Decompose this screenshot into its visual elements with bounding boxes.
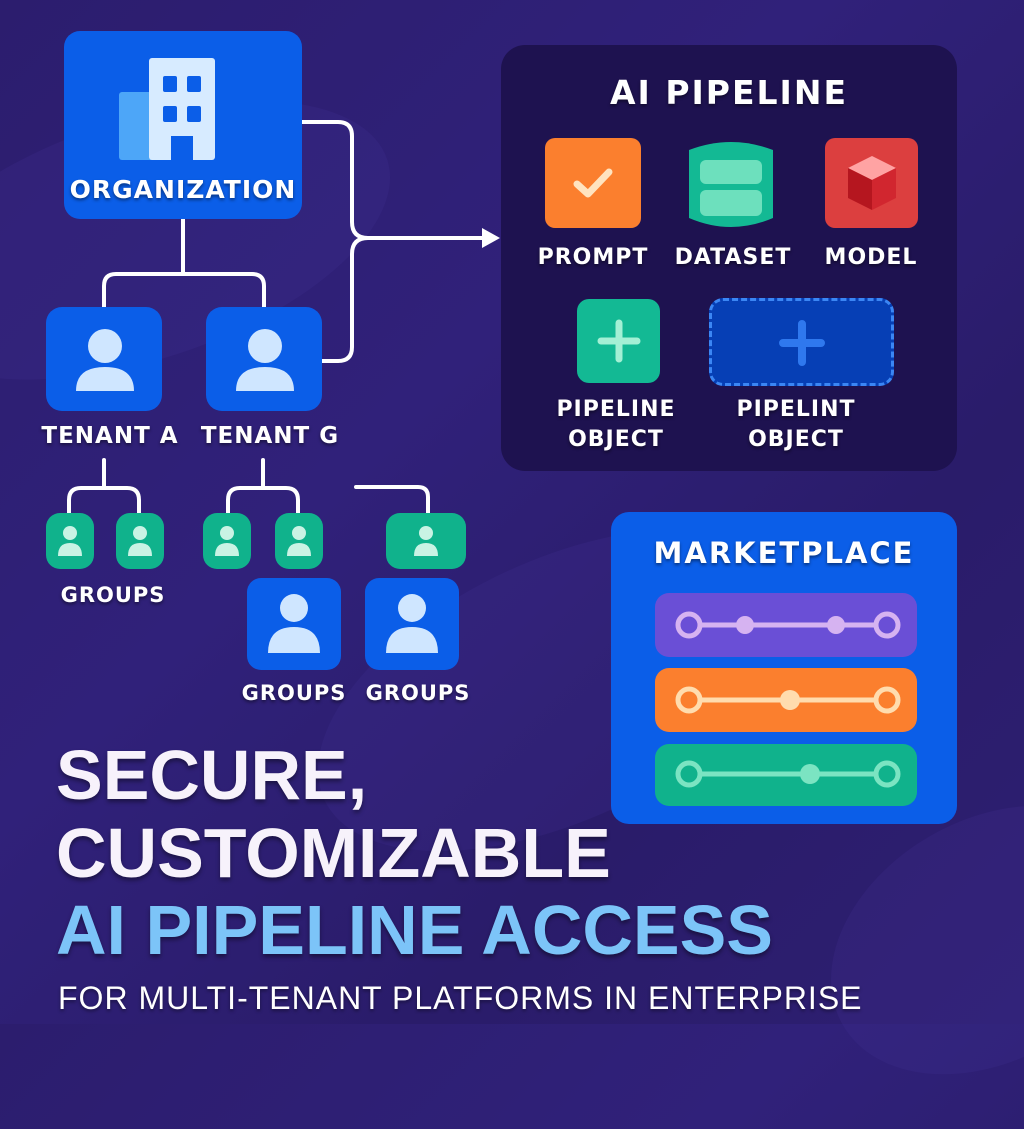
group-large-node[interactable] xyxy=(365,578,459,670)
cube-icon xyxy=(848,156,896,210)
group-large-node[interactable] xyxy=(247,578,341,670)
building-icon xyxy=(119,58,215,160)
label-line: OBJECT xyxy=(748,427,844,452)
connector-third-group xyxy=(354,485,430,515)
plus-icon xyxy=(779,320,825,366)
group-node[interactable] xyxy=(203,513,251,569)
connector-tenant-branch xyxy=(102,272,266,310)
user-icon xyxy=(268,594,320,653)
headline-line-2: CUSTOMIZABLE xyxy=(56,814,611,892)
pipeline-object-tile[interactable] xyxy=(577,299,660,383)
label-line: OBJECT xyxy=(568,427,664,452)
pipeline-track-icon xyxy=(675,611,901,639)
add-pipeline-object-slot[interactable] xyxy=(709,298,894,386)
user-icon xyxy=(414,526,438,556)
marketplace-row-green[interactable] xyxy=(655,744,917,806)
label-line: PIPELINE xyxy=(556,397,676,422)
organization-node[interactable]: ORGANIZATION xyxy=(64,31,302,219)
tenant-g-label: TENANT G xyxy=(200,423,340,449)
headline-line-1: SECURE, xyxy=(56,736,368,814)
group-node[interactable] xyxy=(46,513,94,569)
ai-pipeline-panel: AI PIPELINE PROMPT DATASET MODEL PIPELIN… xyxy=(501,45,957,471)
group-node[interactable] xyxy=(275,513,323,569)
tenant-a-node[interactable] xyxy=(46,307,162,411)
marketplace-title: MARKETPLACE xyxy=(653,536,915,570)
pipeline-track-icon xyxy=(675,760,901,788)
user-icon xyxy=(128,526,152,556)
user-icon xyxy=(58,526,82,556)
user-icon xyxy=(287,526,311,556)
checkmark-icon xyxy=(573,168,613,198)
organization-label: ORGANIZATION xyxy=(69,175,297,204)
arrow-head-icon xyxy=(482,228,500,248)
marketplace-row-purple[interactable] xyxy=(655,593,917,657)
tenant-g-node[interactable] xyxy=(206,307,322,411)
connector-tenantg-pipeline xyxy=(320,236,370,363)
user-icon xyxy=(386,594,438,653)
user-icon xyxy=(236,329,294,391)
dataset-label: DATASET xyxy=(674,245,792,270)
group-node[interactable] xyxy=(386,513,466,569)
groups-label: GROUPS xyxy=(60,583,166,607)
marketplace-row-orange[interactable] xyxy=(655,668,917,732)
database-icon[interactable] xyxy=(688,138,774,230)
groups-label: GROUPS xyxy=(241,681,347,705)
group-node[interactable] xyxy=(116,513,164,569)
ai-pipeline-title: AI PIPELINE xyxy=(610,73,848,112)
groups-label: GROUPS xyxy=(365,681,471,705)
pipeline-track-icon xyxy=(675,686,901,714)
user-icon xyxy=(76,329,134,391)
headline-line-3: AI PIPELINE ACCESS xyxy=(56,891,773,969)
tenant-a-label: TENANT A xyxy=(41,423,179,449)
prompt-label: PROMPT xyxy=(537,245,649,270)
label-line: PIPELINT xyxy=(736,397,856,422)
model-tile[interactable] xyxy=(825,138,918,228)
prompt-tile[interactable] xyxy=(545,138,641,228)
user-icon xyxy=(215,526,239,556)
connector-org-pipeline xyxy=(300,120,484,240)
model-label: MODEL xyxy=(824,245,918,270)
pipeline-object-label: PIPELINE OBJECT xyxy=(541,395,691,455)
connector-lines xyxy=(0,0,1024,1024)
plus-icon xyxy=(597,319,641,363)
headline-subtitle: FOR MULTI-TENANT PLATFORMS IN ENTERPRISE xyxy=(58,980,863,1016)
pipelint-object-label: PIPELINT OBJECT xyxy=(721,395,871,455)
